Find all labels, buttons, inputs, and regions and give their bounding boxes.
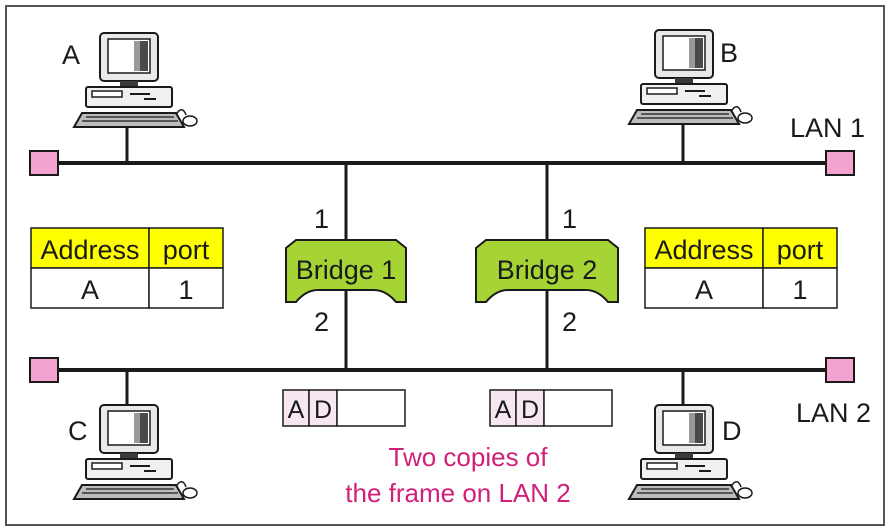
table2-cell-address: A (695, 275, 713, 305)
lan2-label: LAN 2 (796, 398, 871, 428)
bridge2-port-bottom: 2 (562, 307, 577, 337)
table2-header-address: Address (654, 235, 753, 265)
station-c-label: C (68, 416, 88, 446)
station-a-label: A (62, 40, 80, 70)
bridge2-port-top: 1 (562, 204, 577, 234)
table2-header-port: port (777, 235, 824, 265)
frame2: A D (489, 389, 613, 427)
lan1-right-terminator (825, 150, 855, 176)
lan2-bus: LAN 2 (29, 357, 871, 428)
caption-line-1: Two copies of (389, 442, 549, 472)
caption-line-2: the frame on LAN 2 (345, 478, 570, 508)
bridge1-shape (285, 239, 407, 303)
frame1: A D (282, 389, 406, 427)
bridge1-port-top: 1 (314, 204, 329, 234)
bridge1-address-table: Address port A 1 (30, 227, 224, 309)
bridge2: Bridge 2 1 2 (475, 204, 619, 337)
lan2-right-terminator (825, 357, 855, 383)
frame1-source: A (288, 396, 305, 424)
lan1-label: LAN 1 (790, 113, 865, 143)
frame2-destination: D (521, 396, 539, 424)
bridge2-shape (475, 239, 619, 303)
bridge1-label: Bridge 1 (296, 255, 397, 285)
table1-header-port: port (163, 235, 210, 265)
bridge2-address-table: Address port A 1 (644, 227, 838, 309)
lan2-left-terminator (29, 357, 59, 383)
bridge1-port-bottom: 2 (314, 307, 329, 337)
frame2-source: A (495, 396, 512, 424)
bridge1: Bridge 1 1 2 (285, 204, 407, 337)
station-b-label: B (720, 38, 738, 68)
lan1-bus: LAN 1 (29, 113, 865, 176)
table2-cell-port: 1 (792, 275, 807, 305)
table1-header-address: Address (40, 235, 139, 265)
bridge2-label: Bridge 2 (497, 255, 598, 285)
table1-cell-address: A (81, 275, 99, 305)
table1-cell-port: 1 (178, 275, 193, 305)
frame1-destination: D (314, 396, 332, 424)
station-d-label: D (722, 416, 742, 446)
lan1-left-terminator (29, 150, 59, 176)
